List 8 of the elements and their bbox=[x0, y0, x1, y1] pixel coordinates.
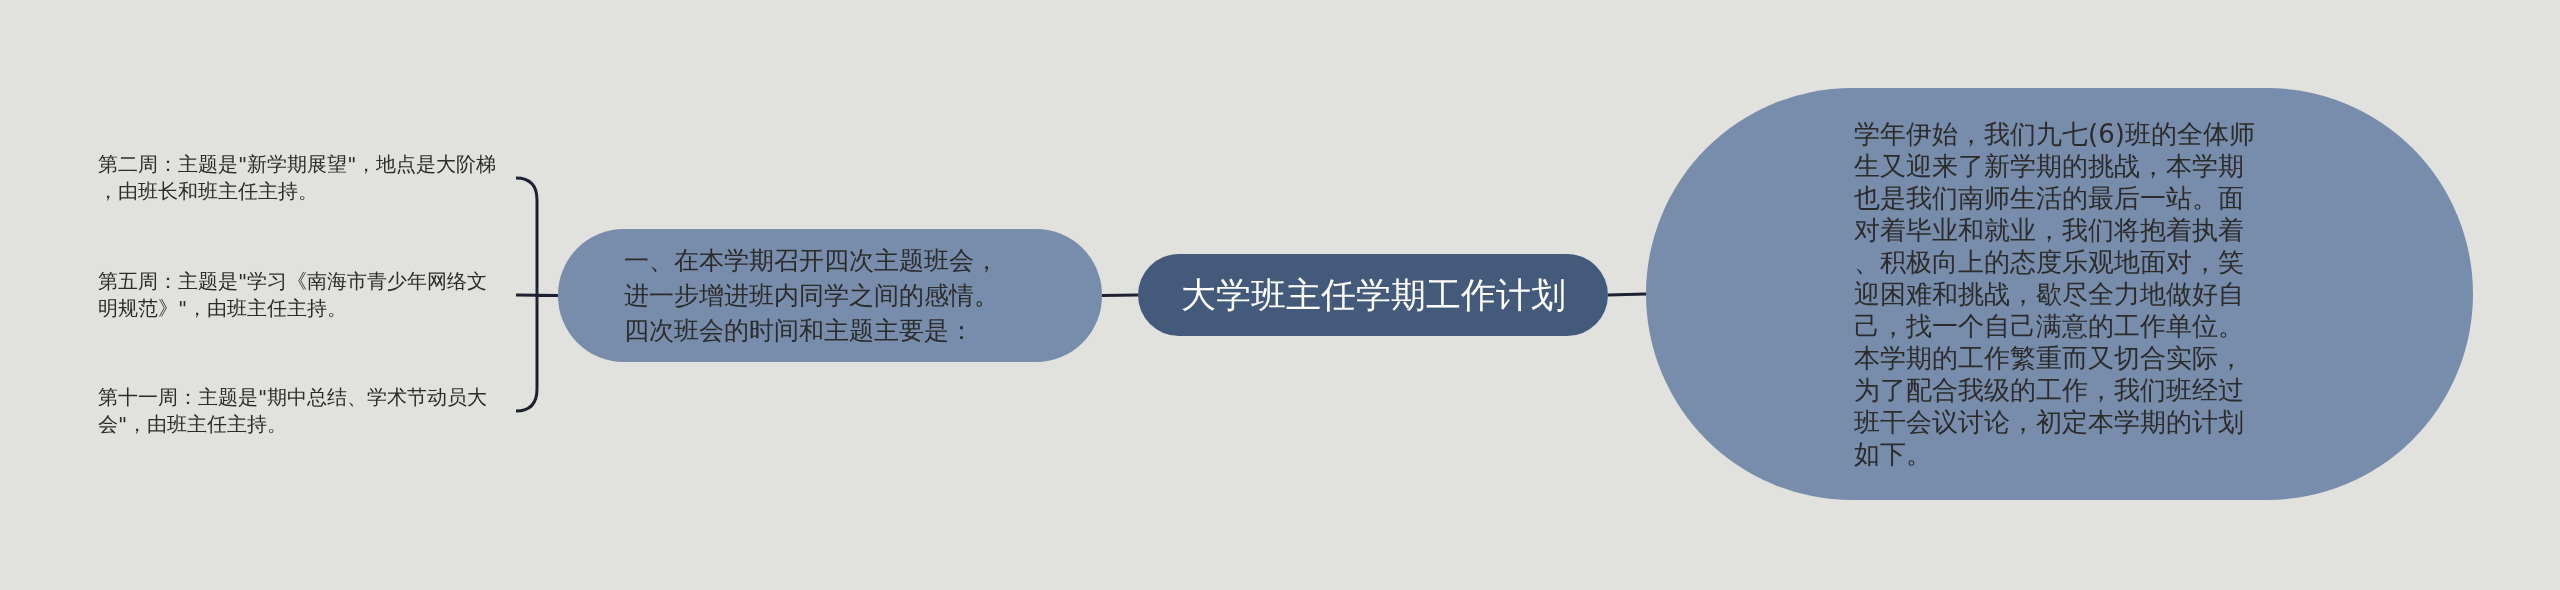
connector-line bbox=[1101, 293, 1139, 297]
branch-text: 第十一周：主题是"期中总结、学术节动员大会"，由班主任主持。 bbox=[98, 384, 516, 438]
branch-text: 第五周：主题是"学习《南海市青少年网络文明规范》"，由班主任主持。 bbox=[98, 268, 516, 322]
connector-line bbox=[1607, 292, 1647, 297]
branch-text: 第二周：主题是"新学期展望"，地点是大阶梯，由班长和班主任主持。 bbox=[98, 151, 516, 205]
topic-box: 大学班主任学期工作计划 bbox=[1138, 254, 1608, 336]
branch-box: 一、在本学期召开四次主题班会，进一步增进班内同学之间的感情。四次班会的时间和主题主要是： bbox=[558, 229, 1102, 362]
text-bubble: 学年伊始，我们九七(6)班的全体师生又迎来了新学期的挑战，本学期也是我们南师生活的最后一站。面对着毕业和就业，我们将抱着执着、积极向上的态度乐观地面对，笑迎困难和挑战，歇尽全力地做好自己，找一个自己满意的工作单位。本学期的工作繁重而又切合实际，为了配合我级的工作，我们班经过班干会议讨论，初定本学期的计划如下。 bbox=[1646, 88, 2473, 500]
